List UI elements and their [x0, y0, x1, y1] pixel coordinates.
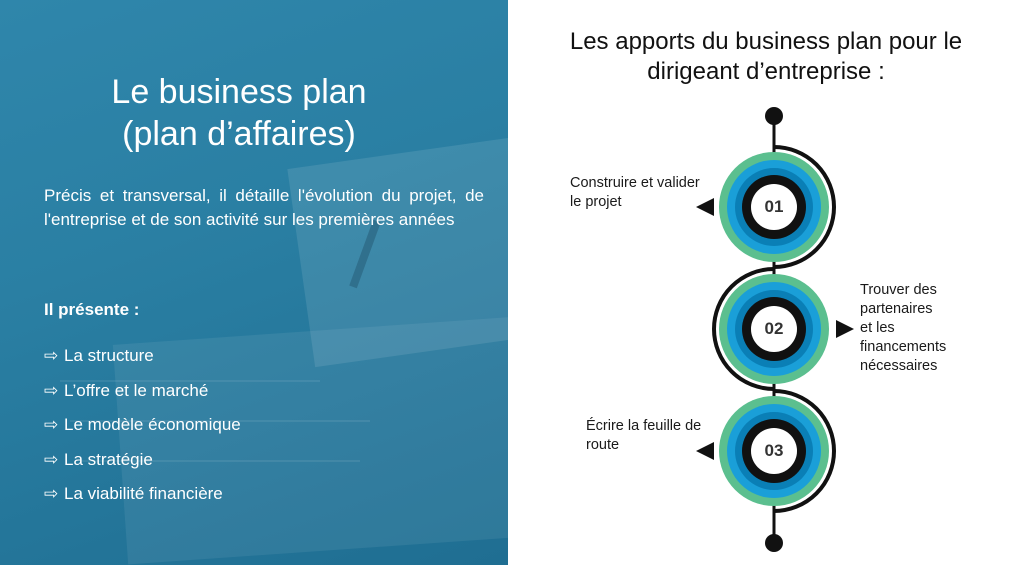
bullet-list: ⇨La structure ⇨L’offre et le marché ⇨Le … — [44, 344, 241, 517]
step-label-1: Construire et valider le projet — [570, 174, 720, 212]
background-line — [60, 380, 320, 382]
end-dot — [765, 534, 783, 552]
bullet-label: La structure — [64, 346, 154, 365]
step-label-line: Trouver des — [860, 282, 937, 298]
arrow-icon: ⇨ — [44, 380, 59, 400]
step-circle-1 — [719, 152, 829, 262]
step-label-2: Trouver des partenaires et les financeme… — [860, 281, 980, 376]
diagram-title-line1: Les apports du business plan pour le — [569, 28, 963, 55]
pointer-left-icon — [696, 442, 714, 460]
arrow-icon: ⇨ — [44, 449, 59, 469]
bullet-label: L’offre et le marché — [64, 380, 209, 400]
list-item: ⇨La stratégie — [44, 448, 241, 483]
connector-arc — [773, 389, 836, 513]
list-item: ⇨L’offre et le marché — [44, 379, 241, 414]
pointer-right-icon — [836, 320, 854, 338]
step-label-line: nécessaires — [860, 358, 938, 374]
step-label-line: partenaires — [860, 301, 933, 317]
step-number: 03 — [764, 441, 784, 460]
arrow-icon: ⇨ — [44, 346, 59, 365]
step-circle-2 — [719, 274, 829, 384]
diagram-title-line2: dirigeant d’entreprise : — [647, 58, 885, 85]
connector-arc — [773, 145, 836, 269]
arrow-icon: ⇨ — [44, 484, 59, 503]
step-label-line: route — [586, 437, 620, 453]
background-line — [70, 420, 370, 422]
presente-heading: Il présente : — [44, 300, 140, 319]
pointer-left-icon — [696, 198, 714, 216]
bullet-label: La viabilité financière — [64, 484, 223, 503]
step-number: 02 — [764, 319, 784, 338]
step-number: 01 — [764, 197, 784, 216]
list-item: ⇨ La viabilité financière — [44, 482, 241, 517]
page-title-line1: Le business plan — [111, 73, 367, 111]
description-text: Précis et transversal, il détaille l'évo… — [44, 186, 484, 229]
step-label-line: le projet — [570, 194, 622, 210]
arrow-icon: ⇨ — [44, 415, 59, 434]
step-label-line: Écrire la feuille de — [586, 418, 702, 434]
bullet-label: Le modèle économique — [64, 415, 241, 434]
left-panel: Le business plan (plan d’affaires) Préci… — [0, 0, 508, 565]
page-title-line2: (plan d’affaires) — [122, 115, 356, 153]
step-label-line: financements — [860, 339, 947, 355]
list-item: ⇨ Le modèle économique — [44, 413, 241, 448]
list-item: ⇨ La structure — [44, 344, 241, 379]
start-dot — [765, 107, 783, 125]
background-line — [80, 460, 360, 462]
bullet-label: La stratégie — [64, 449, 153, 469]
step-circle-3 — [719, 396, 829, 506]
connector-arc — [712, 267, 775, 391]
step-label-line: Construire et valider — [570, 175, 700, 191]
step-label-3: Écrire la feuille de route — [586, 417, 726, 455]
step-label-line: et les — [860, 320, 895, 336]
